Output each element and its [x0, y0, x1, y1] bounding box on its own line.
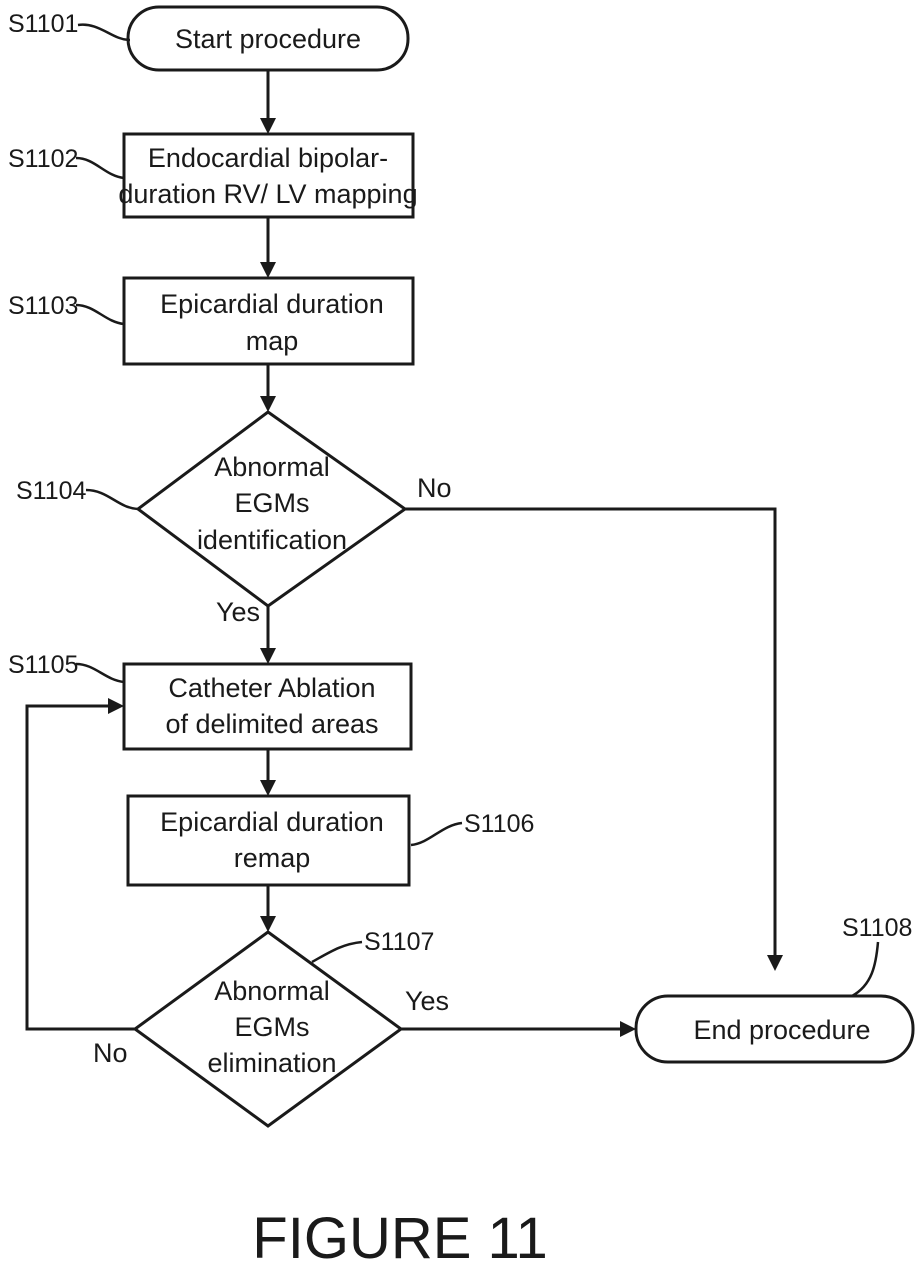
connector-1107-1105-loop [27, 706, 135, 1029]
arrowhead-1101-1102 [260, 118, 276, 134]
step-s1101: Start procedure [128, 7, 408, 70]
id-s1103: S1103 [8, 292, 78, 320]
step-s1108: End procedure [636, 996, 913, 1062]
leader-s1101 [78, 25, 130, 40]
s1102-line1: Endocardial bipolar- [148, 143, 388, 173]
branch-s1104-no: No [417, 473, 452, 503]
arrowhead-1106-1107 [260, 916, 276, 932]
end-label: End procedure [693, 1015, 870, 1045]
s1103-line1: Epicardial duration [160, 289, 384, 319]
s1104-line3: identification [197, 525, 347, 555]
arrowhead-1102-1103 [260, 262, 276, 278]
leader-s1105 [76, 664, 124, 682]
leader-s1102 [76, 158, 124, 178]
arrowhead-1104-1108 [767, 955, 783, 971]
leader-s1107 [312, 942, 362, 962]
branch-s1107-no: No [93, 1038, 128, 1068]
step-s1107: Abnormal EGMs elimination [135, 932, 401, 1126]
arrowhead-1104-1105 [260, 648, 276, 664]
figure-caption: FIGURE 11 [252, 1206, 547, 1264]
step-s1103: Epicardial duration map [124, 278, 413, 364]
arrowhead-1103-1104 [260, 396, 276, 412]
branch-s1107-yes: Yes [405, 986, 449, 1016]
arrowhead-1107-1105-loop [108, 698, 124, 714]
s1105-line1: Catheter Ablation [168, 673, 375, 703]
leader-s1104 [86, 490, 138, 509]
start-label: Start procedure [175, 24, 361, 54]
s1106-line1: Epicardial duration [160, 807, 384, 837]
leader-s1103 [76, 305, 124, 324]
arrowhead-1105-1106 [260, 780, 276, 796]
s1106-line2: remap [234, 843, 311, 873]
connector-1104-1108 [405, 509, 775, 956]
step-s1102: Endocardial bipolar- duration RV/ LV map… [118, 134, 417, 217]
id-s1107: S1107 [364, 928, 434, 956]
id-s1105: S1105 [8, 651, 78, 679]
step-s1104: Abnormal EGMs identification [138, 412, 405, 606]
step-s1106: Epicardial duration remap [128, 796, 409, 885]
s1103-line2: map [246, 326, 299, 356]
arrowhead-1107-1108 [620, 1021, 636, 1037]
s1104-line2: EGMs [234, 488, 309, 518]
s1107-line1: Abnormal [214, 976, 330, 1006]
id-s1102: S1102 [8, 145, 78, 173]
s1105-line2: of delimited areas [165, 709, 378, 739]
s1104-line1: Abnormal [214, 452, 330, 482]
id-s1108: S1108 [842, 914, 912, 942]
id-s1106: S1106 [464, 810, 534, 838]
leader-s1106 [411, 823, 462, 845]
leader-s1108 [852, 942, 878, 996]
s1102-line2: duration RV/ LV mapping [118, 179, 417, 209]
s1107-line2: EGMs [234, 1012, 309, 1042]
step-s1105: Catheter Ablation of delimited areas [124, 664, 411, 749]
s1107-line3: elimination [207, 1048, 336, 1078]
branch-s1104-yes: Yes [216, 597, 260, 627]
id-s1101: S1101 [8, 10, 78, 38]
id-s1104: S1104 [16, 477, 87, 505]
